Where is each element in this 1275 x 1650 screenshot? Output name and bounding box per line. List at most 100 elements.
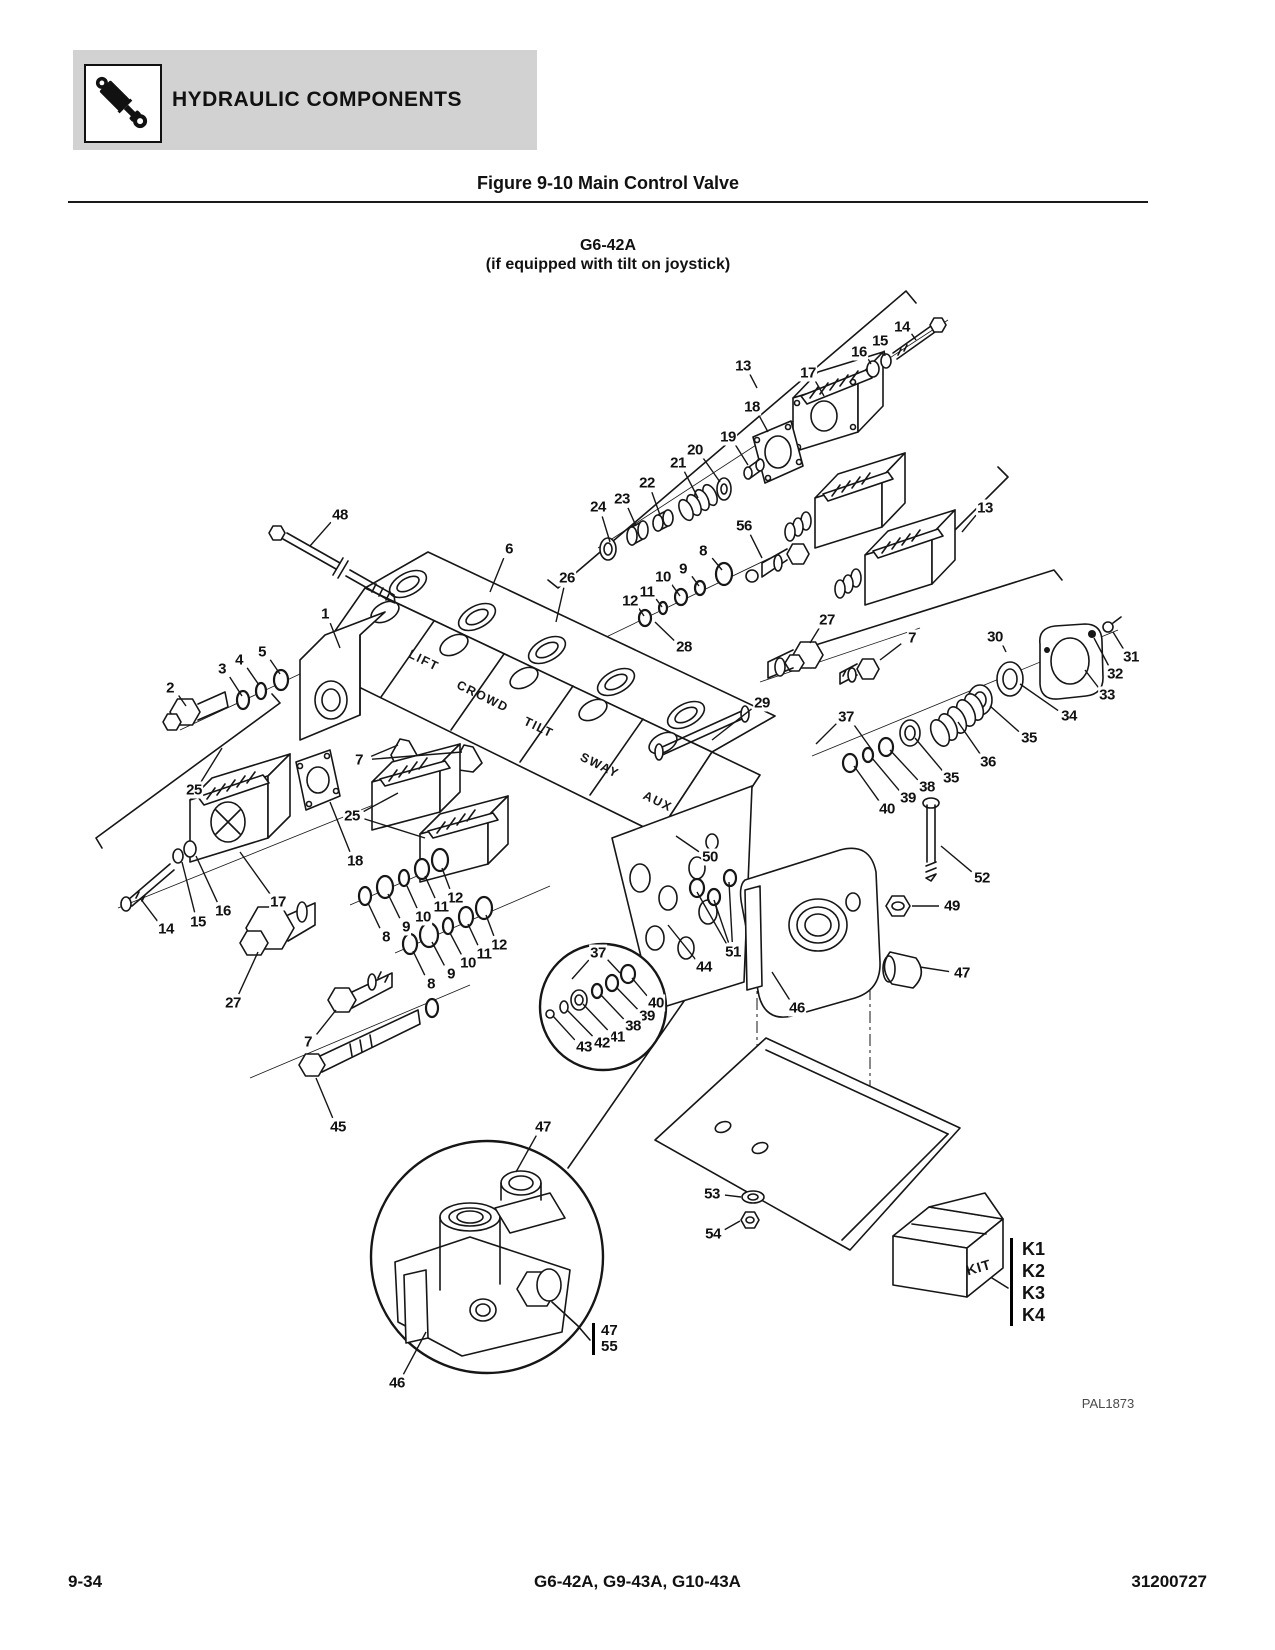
kit-code-k4: K4	[1022, 1305, 1046, 1325]
callout-47: 47	[953, 964, 971, 982]
callout-44: 44	[695, 958, 713, 976]
callout-24: 24	[589, 498, 607, 516]
callout-11: 11	[432, 898, 450, 916]
callout-12: 12	[621, 592, 639, 610]
callout-40: 40	[647, 994, 665, 1012]
callout-8: 8	[426, 975, 436, 993]
callout-25: 25	[185, 781, 203, 799]
callout-4: 4	[234, 651, 244, 669]
callout-11: 11	[638, 583, 656, 601]
callout-27: 27	[818, 611, 836, 629]
kit-code-k1: K1	[1022, 1239, 1046, 1259]
callout-25: 25	[343, 807, 361, 825]
callout-39: 39	[899, 789, 917, 807]
callout-32: 32	[1106, 665, 1124, 683]
callout-16: 16	[214, 902, 232, 920]
header-banner: HYDRAULIC COMPONENTS	[73, 50, 537, 150]
kit-box-label: KIT	[964, 1256, 993, 1278]
callout-14: 14	[893, 318, 911, 336]
footer-doc-number: 31200727	[1131, 1572, 1207, 1591]
callout-27: 27	[224, 994, 242, 1012]
kit-code-k2: K2	[1022, 1261, 1046, 1281]
callout-23: 23	[613, 490, 631, 508]
callout-9: 9	[401, 918, 411, 936]
callout-5: 5	[257, 643, 267, 661]
callout-48: 48	[331, 506, 349, 524]
model-title: G6-42A	[579, 237, 637, 254]
callout-15: 15	[871, 332, 889, 350]
callout-8: 8	[381, 928, 391, 946]
callout-30: 30	[986, 628, 1004, 646]
inset-bracket-item-55: 55	[601, 1338, 618, 1355]
callout-37: 37	[589, 944, 607, 962]
callout-19: 19	[719, 428, 737, 446]
artwork-ref-code: PAL1873	[1081, 1396, 1135, 1411]
callout-45: 45	[329, 1118, 347, 1136]
figure-caption: Figure 9-10 Main Control Valve	[476, 173, 740, 193]
callout-7: 7	[303, 1033, 313, 1051]
callout-54: 54	[704, 1225, 722, 1243]
footer-page-number: 9-34	[68, 1572, 103, 1591]
callout-11: 11	[475, 945, 493, 963]
callout-7: 7	[907, 629, 917, 647]
callout-20: 20	[686, 441, 704, 459]
callout-26: 26	[558, 569, 576, 587]
callout-14: 14	[157, 920, 175, 938]
callout-50: 50	[701, 848, 719, 866]
callout-39: 39	[638, 1007, 656, 1025]
callout-35: 35	[1020, 729, 1038, 747]
callout-52: 52	[973, 869, 991, 887]
callout-10: 10	[459, 954, 477, 972]
callout-42: 42	[593, 1034, 611, 1052]
kit-code-k3: K3	[1022, 1283, 1046, 1303]
callout-46: 46	[388, 1374, 406, 1392]
callout-46: 46	[788, 999, 806, 1017]
hydraulic-cylinder-icon	[84, 64, 162, 143]
callout-36: 36	[979, 753, 997, 771]
callout-21: 21	[669, 454, 687, 472]
callout-40: 40	[878, 800, 896, 818]
callout-22: 22	[638, 474, 656, 492]
callout-12: 12	[446, 889, 464, 907]
caption-rule	[68, 201, 1148, 203]
callout-16: 16	[850, 343, 868, 361]
callout-2: 2	[165, 679, 175, 697]
callout-34: 34	[1060, 707, 1078, 725]
callout-18: 18	[346, 852, 364, 870]
callout-13: 13	[734, 357, 752, 375]
callout-47: 47	[534, 1118, 552, 1136]
callout-12: 12	[490, 936, 508, 954]
callout-28: 28	[675, 638, 693, 656]
callout-17: 17	[269, 893, 287, 911]
callout-8: 8	[698, 542, 708, 560]
callout-29: 29	[753, 694, 771, 712]
callout-15: 15	[189, 913, 207, 931]
callout-3: 3	[217, 660, 227, 678]
callout-31: 31	[1122, 648, 1140, 666]
callout-10: 10	[654, 568, 672, 586]
callout-9: 9	[446, 965, 456, 983]
callout-37: 37	[837, 708, 855, 726]
callout-53: 53	[703, 1185, 721, 1203]
callout-41: 41	[608, 1028, 626, 1046]
callout-13: 13	[976, 499, 994, 517]
callout-38: 38	[624, 1017, 642, 1035]
callout-18: 18	[743, 398, 761, 416]
section-title: HYDRAULIC COMPONENTS	[172, 88, 463, 111]
callout-56: 56	[735, 517, 753, 535]
footer-models: G6-42A, G9-43A, G10-43A	[534, 1572, 741, 1591]
callout-38: 38	[918, 778, 936, 796]
callout-35: 35	[942, 769, 960, 787]
callout-43: 43	[575, 1038, 593, 1056]
callout-17: 17	[799, 364, 817, 382]
callout-7: 7	[354, 751, 364, 769]
callout-49: 49	[943, 897, 961, 915]
callout-9: 9	[678, 560, 688, 578]
callout-10: 10	[414, 908, 432, 926]
inset-bracket-item-47: 47	[601, 1322, 618, 1339]
callout-51: 51	[724, 943, 742, 961]
